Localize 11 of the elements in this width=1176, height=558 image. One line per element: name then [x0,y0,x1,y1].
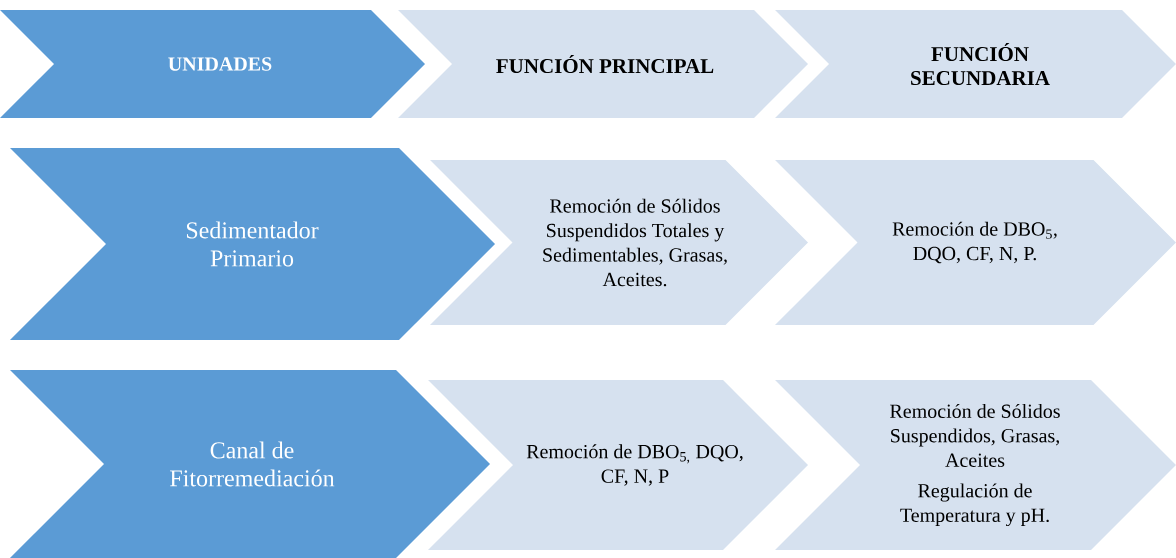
step-box: Sedimentador Primario [10,148,495,340]
step-box: FUNCIÓN PRINCIPAL [398,10,808,118]
step-box: Canal de Fitorremediación [10,370,490,558]
step-box: FUNCIÓN SECUNDARIA [775,10,1176,118]
step-box: UNIDADES [0,10,425,118]
step-box: Remoción de DBO$_{5,}$ DQO, CF, N, P [428,380,808,550]
node-label: FUNCIÓN SECUNDARIA [911,42,1050,86]
step-box: Remoción de DBO$_{5}$, DQO, CF, N, P. [775,160,1176,325]
node-label: FUNCIÓN PRINCIPAL [496,54,714,74]
step-box: Remoción de Sólidos Suspendidos, Grasas, Aceites Regulación de Temperatura y pH. [775,380,1176,550]
step-box: Remoción de Sólidos Suspendidos Totales y Sedimentables, Grasas, Aceites. [430,160,808,325]
